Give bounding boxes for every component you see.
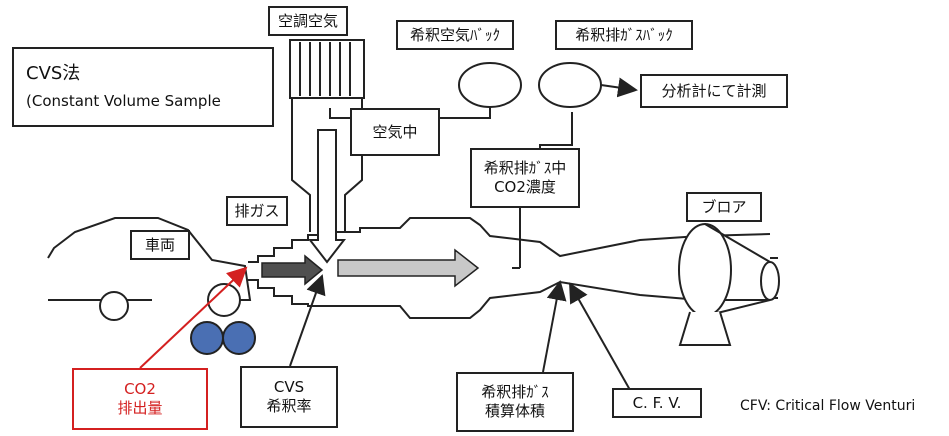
cvs-dilution-line2: 希釈率: [266, 397, 312, 415]
cfv-label: C. F. V.: [612, 388, 702, 418]
dilution-air-bag: [458, 62, 522, 108]
cvs-dilution-line1: CVS: [273, 378, 305, 397]
vehicle-rear-wheel: [99, 291, 129, 321]
dilution-exhaust-bag-label: 希釈排ｶﾞｽﾊﾞｯｸ: [555, 20, 693, 50]
in-air-label: 空気中: [350, 108, 440, 156]
analyzer-arrow: [600, 77, 638, 98]
dilution-air-bag-label: 希釈空気ﾊﾞｯｸ: [396, 20, 514, 50]
integrated-volume-box: 希釈排ｶﾞｽ 積算体積: [456, 372, 574, 432]
blower-housing: [678, 223, 732, 317]
exhaust-flow-arrow-large: [337, 248, 480, 288]
exhaust-bag-line: [539, 112, 573, 150]
blower-outlet-end: [760, 261, 780, 301]
cfv-note: CFV: Critical Flow Venturi: [740, 398, 916, 414]
cfv-arrow: [569, 282, 631, 391]
cvs-dilution-box: CVS 希釈率: [240, 366, 338, 428]
analyzer-label: 分析計にて計測: [640, 74, 788, 108]
conditioned-air-label: 空調空気: [268, 6, 348, 36]
vehicle-front-wheel: [207, 283, 241, 317]
integrated-volume-line2: 積算体積: [484, 402, 545, 420]
dilution-exhaust-bag: [538, 62, 602, 108]
dyno-roller-right: [222, 321, 256, 355]
integrated-volume-line1: 希釈排ｶﾞｽ: [481, 383, 549, 402]
blower-stand: [678, 311, 732, 346]
exhaust-gas-label: 排ガス: [226, 196, 288, 226]
co2-emission-arrow: [139, 266, 248, 369]
air-down-arrow: [307, 129, 347, 264]
co2-in-exhaust-line2: CO2濃度: [494, 178, 556, 196]
air-filter: [289, 39, 365, 99]
blower-label: ブロア: [686, 192, 762, 222]
co2-emission-line2: 排出量: [117, 399, 163, 417]
vehicle-label: 車両: [130, 230, 190, 260]
method-box: CVS法 (Constant Volume Sample: [12, 47, 274, 127]
exhaust-flow-arrow-small: [261, 254, 324, 286]
co2-in-exhaust-line1: 希釈排ｶﾞｽ中: [483, 159, 567, 178]
method-title: CVS法: [26, 63, 81, 85]
dyno-roller-left: [190, 321, 224, 355]
co2-emission-line1: CO2: [124, 380, 156, 399]
method-subtitle: (Constant Volume Sample: [26, 91, 221, 110]
cvs-dilution-arrow: [289, 274, 326, 367]
air-filter-fins: [299, 42, 351, 96]
co2-in-exhaust-box: 希釈排ｶﾞｽ中 CO2濃度: [470, 148, 580, 208]
tailpipe: [248, 217, 771, 263]
integrated-volume-arrow: [542, 280, 567, 373]
co2-emission-box: CO2 排出量: [72, 368, 208, 430]
